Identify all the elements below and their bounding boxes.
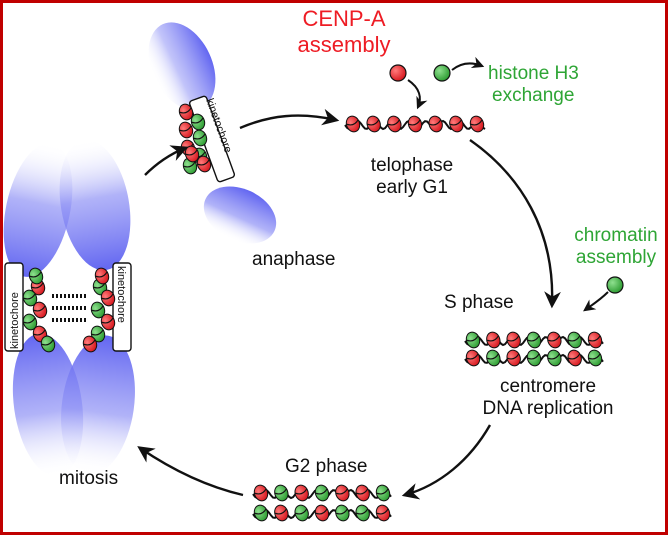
- s-phase-lower-nucleosome: [526, 349, 542, 367]
- g2-upper-nucleosome: [274, 484, 289, 502]
- mitosis-nucleosome: [22, 313, 38, 331]
- g2-phase-label: G2 phase: [285, 456, 368, 477]
- telophase-nucleosome: [345, 115, 361, 133]
- g2-upper-nucleosome: [335, 484, 350, 502]
- anaphase-nucleosome: [190, 113, 206, 131]
- g2-upper-nucleosome: [355, 484, 370, 502]
- kinetochore-label-left: kinetochore: [9, 292, 21, 349]
- s-phase-lower-nucleosome: [465, 349, 481, 367]
- arrow-telophase-to-s-phase: [469, 139, 561, 309]
- anaphase-nucleosome: [178, 121, 194, 139]
- telophase-nucleosome: [469, 115, 485, 133]
- histone-h3-label-line1: histone H3: [488, 63, 579, 84]
- s-phase-upper-nucleosome: [465, 331, 481, 349]
- g2-lower-nucleosome: [274, 504, 289, 522]
- cenp-a-label-line2: assembly: [297, 32, 391, 57]
- anaphase-nucleosome: [192, 129, 208, 147]
- mitosis-nucleosome: [40, 335, 56, 353]
- g2-upper-nucleosome: [253, 484, 269, 502]
- g2-lower-nucleosome: [375, 504, 391, 522]
- s-phase-dna: [464, 331, 604, 367]
- g2-upper-nucleosome: [375, 484, 391, 502]
- mitosis-chromosome: kinetochore kinetochore: [3, 139, 135, 477]
- arrow-g2-to-mitosis: [137, 446, 244, 497]
- g2-lower-nucleosome: [335, 504, 350, 522]
- s-phase-lower-nucleosome: [587, 349, 603, 367]
- g2-upper-nucleosome: [294, 484, 309, 502]
- mitosis-nucleosome: [100, 313, 116, 331]
- s-phase-upper-nucleosome: [547, 331, 562, 349]
- anaphase-chromosome: kinetochore: [148, 22, 277, 244]
- arrow-mitosis-to-anaphase: [144, 145, 189, 176]
- arrow-s-to-g2: [401, 424, 492, 500]
- histone-h3-label: histone H3 exchange: [488, 63, 579, 107]
- histone-h3-label-line2: exchange: [492, 85, 575, 106]
- g2-lower-nucleosome: [314, 504, 330, 522]
- s-phase-lower-nucleosome: [547, 349, 562, 367]
- mitosis-nucleosome: [94, 267, 110, 285]
- mitosis-nucleosome: [90, 325, 106, 343]
- mitosis-nucleosome: [82, 335, 98, 353]
- cenp-a-label: CENP-A assembly: [290, 6, 398, 58]
- telophase-nucleosome: [449, 115, 464, 133]
- s-phase-upper-nucleosome: [567, 331, 582, 349]
- centromere-label-line2: DNA replication: [482, 398, 614, 419]
- kinetochore-label-right: kinetochore: [115, 266, 127, 323]
- mitosis-nucleosome: [90, 301, 106, 319]
- cycle-arrows: [137, 108, 561, 500]
- telophase-nucleosome: [366, 115, 381, 133]
- s-phase-upper-nucleosome: [486, 331, 501, 349]
- telophase-nucleosome: [387, 115, 402, 133]
- mitosis-nucleosome: [32, 301, 48, 319]
- anaphase-nucleosome: [178, 103, 194, 121]
- s-phase-upper-nucleosome: [506, 331, 521, 349]
- mitosis-nucleosome: [100, 289, 116, 307]
- centromere-replication-label: centromere DNA replication: [452, 376, 644, 420]
- telophase-nucleosome: [407, 115, 423, 133]
- g2-phase-dna: [252, 484, 392, 522]
- s-phase-lower-nucleosome: [506, 349, 521, 367]
- g2-upper-nucleosome: [314, 484, 330, 502]
- chromatin-label-line2: assembly: [575, 247, 657, 268]
- telophase-label-line1: telophase: [370, 155, 454, 176]
- g2-lower-nucleosome: [355, 504, 370, 522]
- s-phase-lower-nucleosome: [486, 349, 501, 367]
- g2-lower-nucleosome: [253, 504, 269, 522]
- centromere-label-line1: centromere: [499, 376, 597, 397]
- telophase-label: telophase early G1: [352, 155, 472, 199]
- telophase-dna: [344, 115, 486, 133]
- chromatin-assembly-incoming: [583, 276, 624, 312]
- s-phase-lower-nucleosome: [567, 349, 582, 367]
- telophase-label-line2: early G1: [376, 177, 448, 198]
- chromatin-label-line1: chromatin: [574, 225, 658, 246]
- s-phase-upper-nucleosome: [587, 331, 603, 349]
- s-phase-upper-nucleosome: [526, 331, 542, 349]
- telophase-nucleosome: [428, 115, 443, 133]
- cenp-a-incoming: [389, 64, 428, 110]
- s-phase-label: S phase: [444, 292, 514, 313]
- anaphase-nucleosome: [196, 155, 212, 173]
- mitosis-nucleosome: [22, 289, 38, 307]
- g2-lower-nucleosome: [294, 504, 309, 522]
- chromatin-assembly-label: chromatin assembly: [566, 225, 666, 269]
- histone-h3-exchange: [433, 56, 485, 82]
- mitosis-nucleosome: [28, 267, 44, 285]
- arrow-anaphase-to-telophase: [239, 108, 340, 130]
- mitosis-label: mitosis: [59, 468, 119, 489]
- anaphase-label: anaphase: [252, 249, 336, 270]
- cenp-a-label-line1: CENP-A: [302, 6, 386, 31]
